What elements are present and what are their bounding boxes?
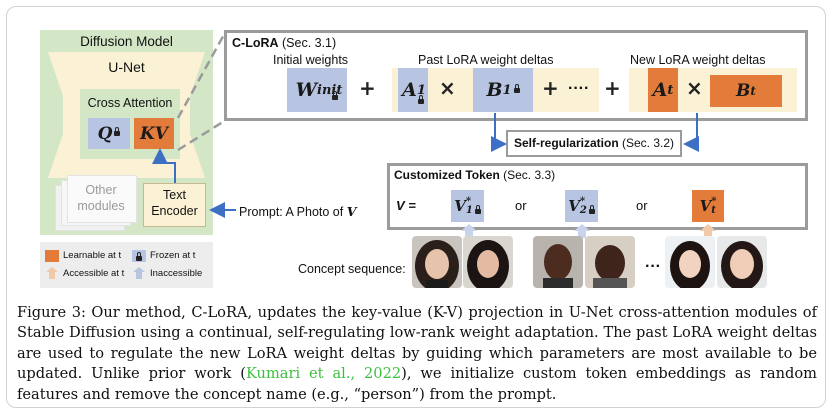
lock-icon bbox=[417, 94, 424, 104]
b1-sub: 1 bbox=[502, 82, 512, 98]
initial-weights-label: Initial weights bbox=[273, 53, 349, 67]
concept-photo-1b bbox=[463, 236, 513, 288]
q-box: Q bbox=[88, 118, 130, 149]
legend-box bbox=[40, 242, 213, 288]
plus-operator: + bbox=[542, 76, 559, 100]
clora-title-ref: (Sec. 3.1) bbox=[278, 36, 337, 50]
legend-learnable-label: Learnable at t bbox=[63, 250, 122, 261]
caption-part1: Figure 3: Our method, C-LoRA, updates th… bbox=[17, 304, 817, 383]
self-regularization-label: Self-regularization (Sec. 3.2) bbox=[506, 136, 682, 150]
text-encoder-box bbox=[143, 183, 206, 227]
concept-photo-1a bbox=[412, 236, 462, 288]
v1-box: V*1 bbox=[451, 190, 484, 222]
v2-star: * bbox=[579, 196, 586, 207]
lock-icon bbox=[136, 251, 142, 261]
concept-photo-3b bbox=[717, 236, 767, 288]
v-equals: V = bbox=[396, 198, 416, 213]
accessible-arrow-icon bbox=[700, 224, 716, 238]
prompt-text: Prompt: A Photo of V bbox=[239, 204, 356, 219]
past-deltas-label: Past LoRA weight deltas bbox=[418, 53, 554, 67]
v2-main: V bbox=[568, 197, 580, 215]
v2-box: V*2 bbox=[565, 190, 598, 222]
unet-label: U-Net bbox=[108, 59, 145, 75]
diffusion-model-title: Diffusion Model bbox=[80, 34, 173, 49]
lock-icon bbox=[114, 127, 121, 136]
inaccessible-arrow-icon bbox=[461, 224, 477, 238]
lock-icon bbox=[332, 90, 339, 100]
inaccessible-arrow-icon bbox=[574, 224, 590, 238]
b1-main: B bbox=[486, 79, 503, 101]
vt-star: * bbox=[711, 196, 717, 207]
inaccessible-arrow-icon bbox=[133, 267, 145, 279]
legend-learnable-swatch bbox=[45, 250, 59, 262]
clora-title: C-LoRA (Sec. 3.1) bbox=[232, 36, 336, 50]
customized-token-panel bbox=[387, 163, 808, 230]
token-title-bold: Customized Token bbox=[394, 168, 500, 182]
w-main: W bbox=[295, 79, 317, 101]
lock-icon bbox=[513, 83, 520, 93]
concept-photo-2a bbox=[533, 236, 583, 288]
a1-main: A bbox=[402, 79, 417, 101]
times-operator: × bbox=[439, 76, 456, 100]
times-operator: × bbox=[686, 76, 703, 100]
cross-attention-label: Cross Attention bbox=[87, 96, 173, 110]
self-reg-bold: Self-regularization bbox=[513, 136, 619, 150]
v1-star: * bbox=[465, 196, 472, 207]
concept-ellipsis: ··· bbox=[645, 258, 661, 275]
prompt-token: V bbox=[346, 204, 357, 219]
at-sub: t bbox=[667, 82, 674, 98]
bt-sub: t bbox=[750, 84, 756, 98]
bt-main: B bbox=[736, 81, 751, 101]
vt-main: V bbox=[699, 197, 712, 215]
connector-lines bbox=[152, 30, 699, 218]
figure-frame bbox=[6, 6, 826, 408]
legend-frozen-label: Frozen at t bbox=[150, 250, 196, 261]
self-regularization-box bbox=[506, 130, 682, 157]
lock-icon bbox=[588, 204, 595, 214]
clora-title-bold: C-LoRA bbox=[232, 36, 279, 50]
q-label: Q bbox=[97, 123, 113, 144]
other-modules-line2: modules bbox=[77, 199, 125, 213]
token-title-ref: (Sec. 3.3) bbox=[499, 168, 556, 182]
kv-label: KV bbox=[140, 123, 168, 144]
legend-accessible-label: Accessible at t bbox=[63, 268, 125, 279]
caption-citation[interactable]: Kumari et al., 2022 bbox=[245, 365, 402, 383]
at-main: A bbox=[652, 79, 668, 101]
customized-token-title: Customized Token (Sec. 3.3) bbox=[394, 168, 555, 182]
text-encoder-line1: Text bbox=[163, 188, 186, 202]
past-deltas-dots: ···· bbox=[568, 80, 590, 97]
concept-sequence-label: Concept sequence: bbox=[298, 262, 406, 276]
concept-photo-3a bbox=[665, 236, 715, 288]
prompt-prefix: Prompt: A Photo of bbox=[239, 205, 347, 219]
v1-main: V bbox=[454, 197, 466, 215]
plus-operator: + bbox=[359, 76, 376, 100]
caption-part2: ), we initialize custom token embeddings… bbox=[17, 365, 817, 403]
v1-sub: 1 bbox=[465, 205, 473, 216]
legend-inaccessible-label: Inaccessible bbox=[150, 268, 203, 279]
self-reg-ref: (Sec. 3.2) bbox=[618, 136, 675, 150]
vt-box: V*t bbox=[692, 190, 724, 222]
other-modules-box bbox=[67, 175, 137, 223]
text-encoder-line2: Encoder bbox=[151, 204, 198, 218]
vt-sub: t bbox=[711, 205, 716, 216]
kv-box: KV bbox=[134, 118, 174, 149]
plus-operator: + bbox=[604, 76, 621, 100]
v2-sub: 2 bbox=[579, 205, 587, 216]
or-text: or bbox=[636, 198, 648, 213]
accessible-arrow-icon bbox=[46, 267, 58, 279]
figure-caption: Figure 3: Our method, C-LoRA, updates th… bbox=[17, 303, 817, 405]
legend-frozen-swatch bbox=[132, 250, 146, 262]
a1-sub: 1 bbox=[416, 82, 426, 98]
new-deltas-label: New LoRA weight deltas bbox=[630, 53, 766, 67]
concept-photo-2b bbox=[585, 236, 635, 288]
lock-icon bbox=[474, 204, 481, 214]
or-text: or bbox=[515, 198, 527, 213]
other-modules-line1: Other bbox=[85, 183, 117, 197]
